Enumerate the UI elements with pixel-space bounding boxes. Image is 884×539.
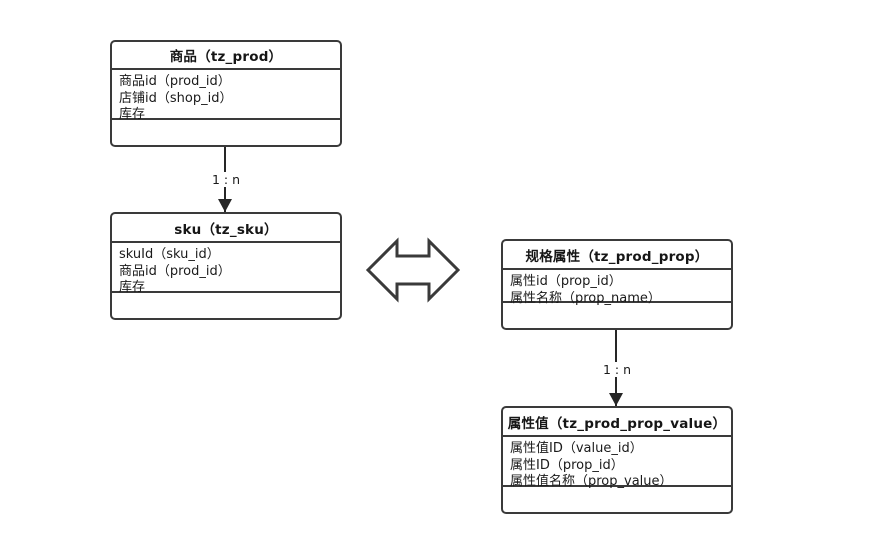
- entity-fields-tz-prod-prop: 属性id（prop_id） 属性名称（prop_name）: [503, 270, 731, 306]
- entity-field: 店铺id（shop_id）: [119, 90, 233, 106]
- entity-fields-tz-prod: 商品id（prod_id） 店铺id（shop_id） 库存: [112, 70, 340, 122]
- entity-fields-tz-sku: skuId（sku_id） 商品id（prod_id） 库存: [112, 243, 340, 295]
- connector-label: 1 : n: [600, 362, 635, 377]
- entity-box-tz-sku[interactable]: sku（tz_sku） skuId（sku_id） 商品id（prod_id） …: [110, 212, 342, 320]
- entity-title-tz-sku: sku（tz_sku）: [112, 214, 340, 243]
- entity-field: 属性名称（prop_name）: [510, 290, 661, 306]
- entity-field: 库存: [119, 107, 146, 122]
- entity-field: 商品id（prod_id）: [119, 74, 231, 89]
- entity-field: 库存: [119, 280, 146, 295]
- entity-title-tz-prod-prop-value: 属性值（tz_prod_prop_value）: [503, 408, 731, 437]
- entity-box-tz-prod-prop[interactable]: 规格属性（tz_prod_prop） 属性id（prop_id） 属性名称（pr…: [501, 239, 733, 330]
- entity-field: 属性值名称（prop_value）: [510, 474, 673, 489]
- entity-footer-tz-sku: [112, 293, 340, 318]
- entity-box-tz-prod-prop-value[interactable]: 属性值（tz_prod_prop_value） 属性值ID（value_id） …: [501, 406, 733, 514]
- arrowhead-icon: [609, 393, 623, 406]
- entity-footer-tz-prod-prop-value: [503, 487, 731, 512]
- connector-label: 1 : n: [209, 172, 244, 187]
- entity-footer-tz-prod-prop: [503, 303, 731, 328]
- entity-title-tz-prod-prop: 规格属性（tz_prod_prop）: [503, 241, 731, 270]
- entity-field: 属性id（prop_id）: [510, 274, 622, 289]
- entity-field: 属性值ID（value_id）: [510, 441, 643, 456]
- entity-field: 属性ID（prop_id）: [510, 457, 624, 473]
- entity-fields-tz-prod-prop-value: 属性值ID（value_id） 属性ID（prop_id） 属性值名称（prop…: [503, 437, 731, 489]
- entity-field: skuId（sku_id）: [119, 247, 220, 262]
- double-headed-arrow-icon: [366, 236, 460, 304]
- entity-box-tz-prod[interactable]: 商品（tz_prod） 商品id（prod_id） 店铺id（shop_id） …: [110, 40, 342, 147]
- entity-title-tz-prod: 商品（tz_prod）: [112, 42, 340, 70]
- arrowhead-icon: [218, 199, 232, 212]
- entity-field: 商品id（prod_id）: [119, 263, 231, 279]
- entity-footer-tz-prod: [112, 120, 340, 145]
